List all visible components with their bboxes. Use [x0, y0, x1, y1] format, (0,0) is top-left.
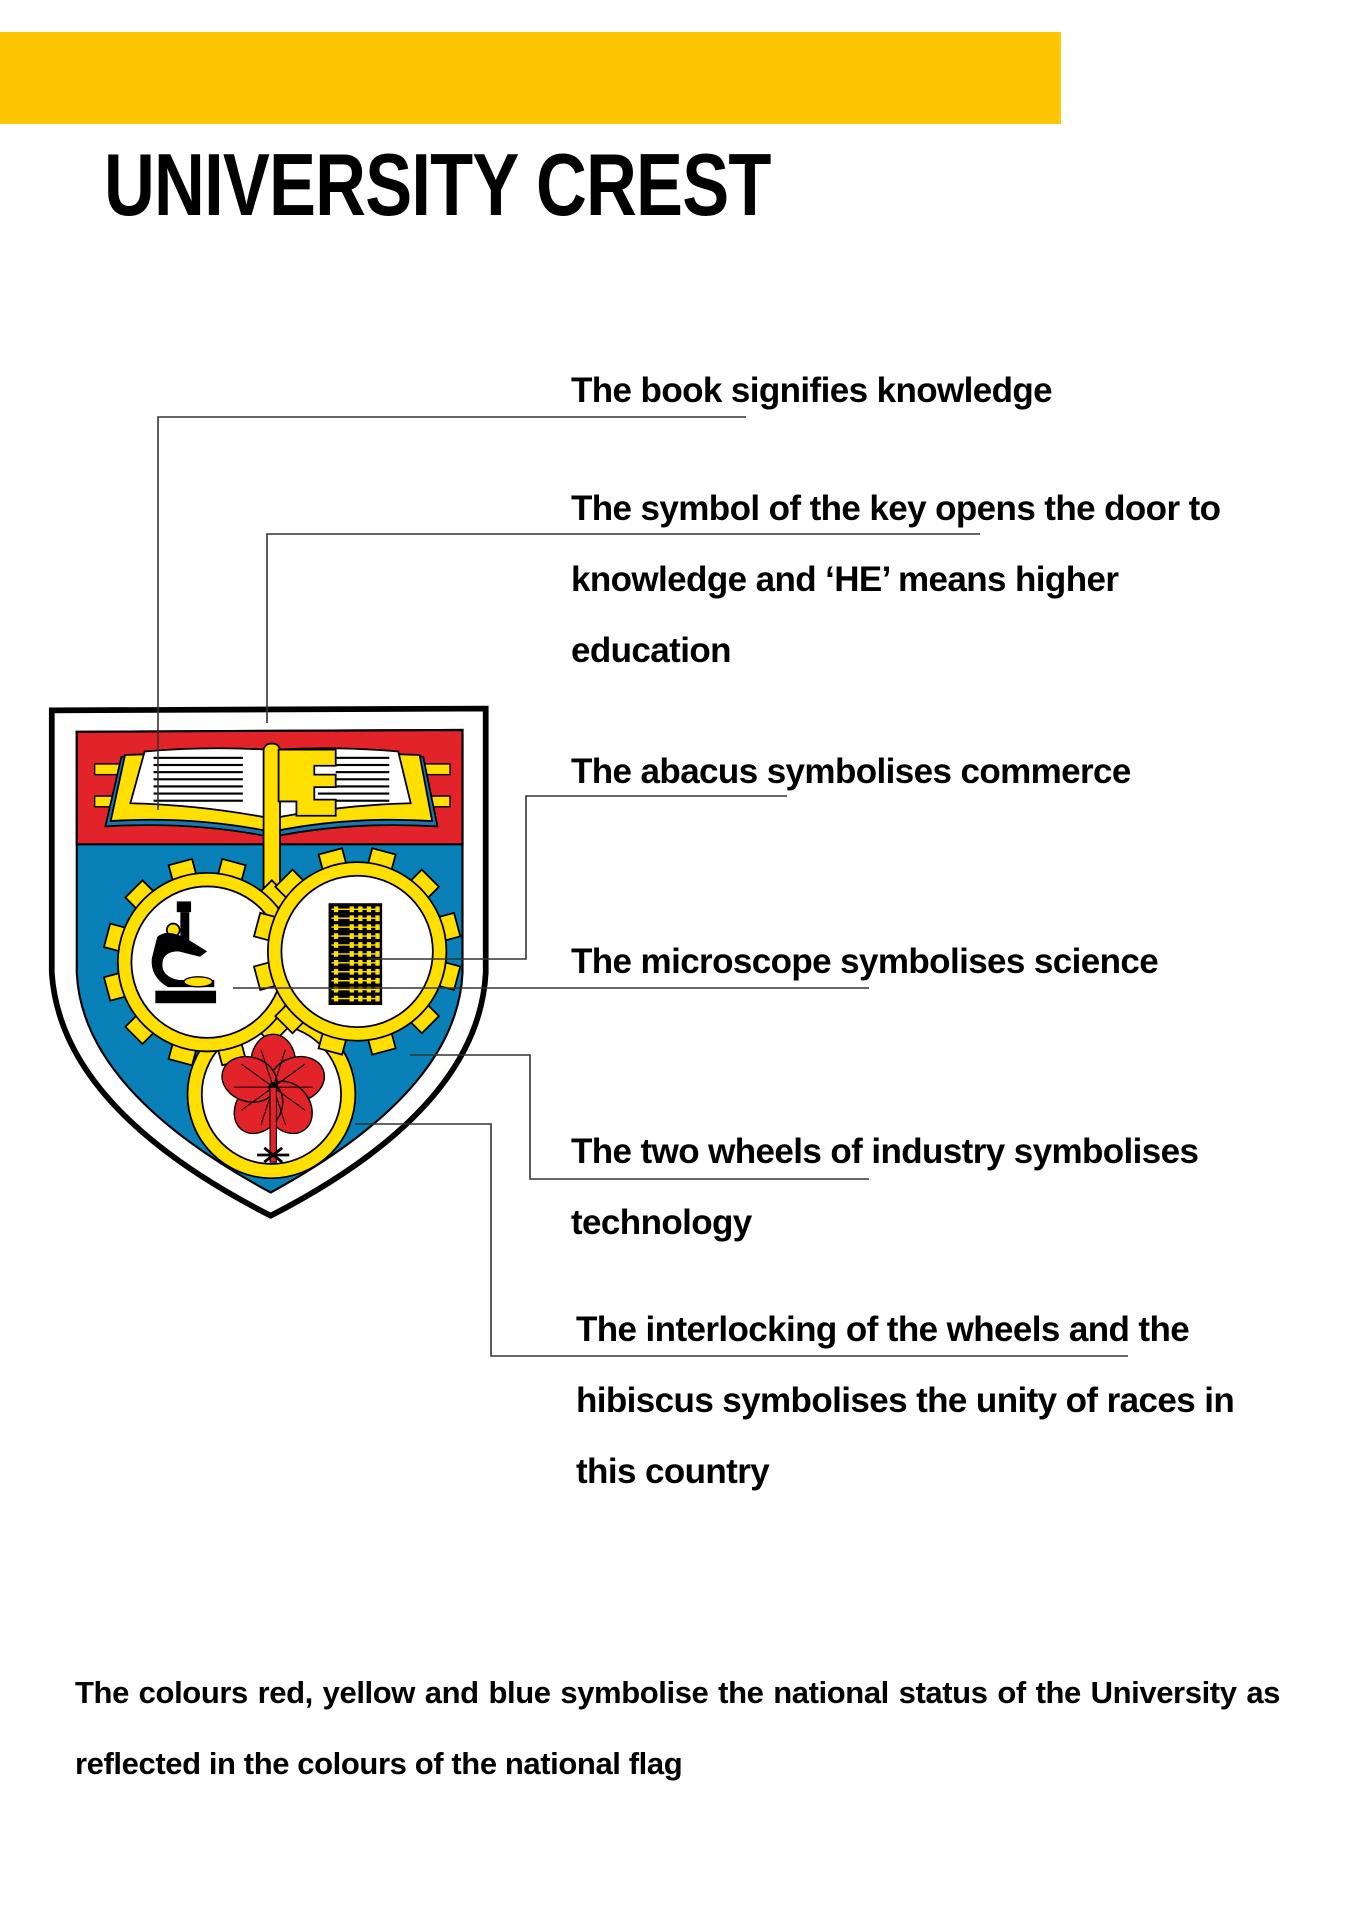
caption-line: The book signifies knowledge: [571, 371, 1053, 410]
footer-colours-note: The colours red, yellow and blue symboli…: [75, 1675, 1280, 1781]
hibiscus-icon: [221, 1033, 326, 1164]
caption-microscope: The microscope symbolises science: [571, 926, 1159, 997]
caption-line: education: [571, 631, 732, 670]
caption-line: this country: [576, 1452, 770, 1491]
caption-line: technology: [571, 1203, 752, 1242]
caption-line: The abacus symbolises commerce: [571, 752, 1131, 791]
caption-line: The interlocking of the wheels and the: [576, 1310, 1190, 1349]
header-accent-bar: [0, 32, 1061, 124]
caption-line: knowledge and ‘HE’ means higher: [571, 560, 1119, 599]
caption-wheels: The two wheels of industry symbolises te…: [571, 1116, 1199, 1258]
caption-interlocking: The interlocking of the wheels and the h…: [576, 1294, 1235, 1507]
caption-book: The book signifies knowledge: [571, 355, 1053, 426]
caption-line: hibiscus symbolises the unity of races i…: [576, 1381, 1235, 1420]
university-crest-logo: [48, 705, 489, 1219]
microscope-icon: [151, 901, 217, 1004]
caption-line: The microscope symbolises science: [571, 942, 1159, 981]
caption-line: The two wheels of industry symbolises: [571, 1132, 1199, 1171]
caption-key: The symbol of the key opens the door to …: [571, 473, 1221, 686]
caption-line: The symbol of the key opens the door to: [571, 489, 1221, 528]
abacus-icon: [328, 903, 383, 1005]
page-title: UNIVERSITY CREST: [104, 135, 771, 234]
caption-abacus: The abacus symbolises commerce: [571, 736, 1131, 807]
